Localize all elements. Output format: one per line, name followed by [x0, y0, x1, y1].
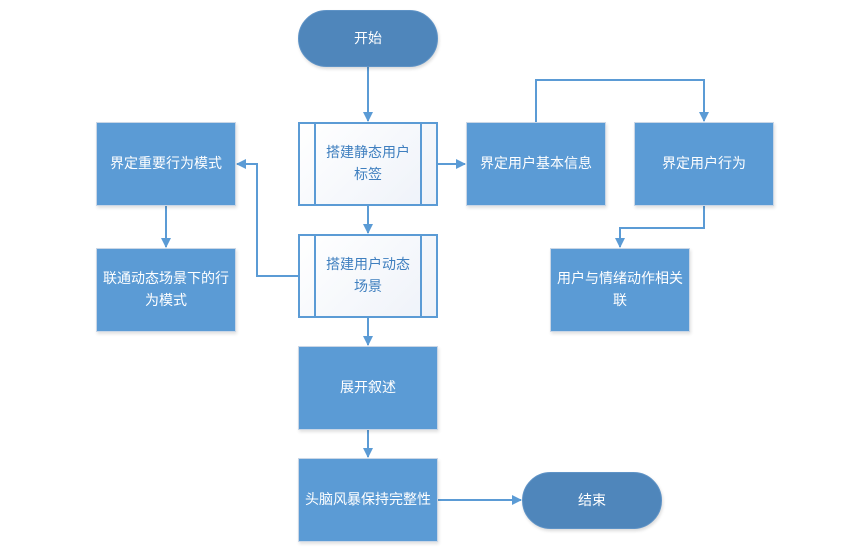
key-behavior-node[interactable]: 界定重要行为模式: [96, 122, 236, 206]
end-node[interactable]: 结束: [522, 472, 662, 529]
user-behavior-node[interactable]: 界定用户行为: [634, 122, 774, 206]
emotion-link-node[interactable]: 用户与情绪动作相关联: [550, 248, 690, 332]
basic-info-label: 界定用户基本信息: [480, 156, 592, 172]
edge-basic-info-to-user-behavior: [535, 79, 709, 122]
edge-user-behavior-to-emotion-link: [615, 206, 705, 248]
dynamic-scene-label: 搭建用户动态场景: [326, 257, 410, 295]
brainstorm-node[interactable]: 头脑风暴保持完整性: [298, 458, 438, 542]
dynamic-scene-node[interactable]: 搭建用户动态场景: [298, 234, 438, 318]
edge-dynamic-scene-to-key-behavior: [236, 159, 298, 277]
end-label: 结束: [578, 492, 606, 509]
start-label: 开始: [354, 30, 382, 47]
emotion-link-label: 用户与情绪动作相关联: [557, 271, 683, 309]
start-node[interactable]: 开始: [298, 10, 438, 67]
narrate-label: 展开叙述: [340, 380, 396, 396]
static-tags-node[interactable]: 搭建静态用户标签: [298, 122, 438, 206]
user-behavior-label: 界定用户行为: [662, 156, 746, 172]
link-behavior-node[interactable]: 联通动态场景下的行为模式: [96, 248, 236, 332]
brainstorm-label: 头脑风暴保持完整性: [305, 492, 431, 508]
static-tags-label: 搭建静态用户标签: [326, 145, 410, 183]
key-behavior-label: 界定重要行为模式: [110, 156, 222, 172]
basic-info-node[interactable]: 界定用户基本信息: [466, 122, 606, 206]
link-behavior-label: 联通动态场景下的行为模式: [103, 271, 229, 309]
narrate-node[interactable]: 展开叙述: [298, 346, 438, 430]
